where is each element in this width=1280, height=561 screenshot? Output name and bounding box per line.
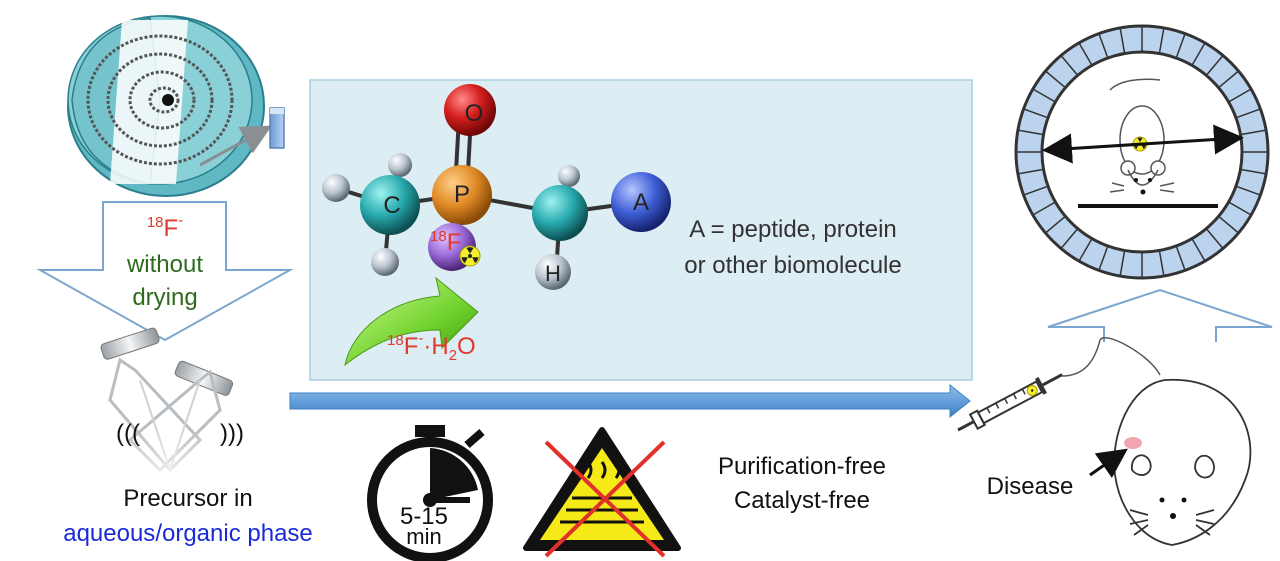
disease-site bbox=[1124, 437, 1142, 449]
scanner-segment bbox=[1218, 70, 1240, 89]
disease-pointer-arrow bbox=[1089, 448, 1128, 479]
scanner-segment bbox=[1228, 201, 1252, 216]
legend-line-2: or other biomolecule bbox=[684, 252, 901, 279]
scanner-segment bbox=[1098, 245, 1109, 271]
scanner-segment bbox=[1017, 168, 1044, 175]
curved-green-arrow bbox=[344, 276, 479, 367]
atom-label-a: A bbox=[633, 189, 649, 216]
scanner-segment bbox=[1078, 238, 1093, 262]
drying-label: drying bbox=[132, 284, 197, 311]
mouse-icon bbox=[1113, 379, 1252, 546]
radiation-icon bbox=[459, 245, 481, 267]
mouse-nose bbox=[1170, 513, 1176, 519]
scanner-segment bbox=[1017, 129, 1044, 136]
scanner-segment bbox=[1191, 238, 1206, 262]
phase-label: aqueous/organic phase bbox=[63, 520, 313, 547]
disease-label: Disease bbox=[987, 473, 1074, 500]
molecule-structure bbox=[322, 84, 671, 290]
scanner-segment bbox=[1119, 250, 1126, 277]
precursor-label: Precursor in bbox=[123, 485, 252, 512]
time-unit: min bbox=[406, 524, 441, 549]
scanner-segment bbox=[1032, 201, 1056, 216]
mouse-eye bbox=[1159, 497, 1165, 503]
down-arrow-outline bbox=[36, 201, 294, 342]
pet-scanner-icon bbox=[1014, 24, 1270, 280]
scanner-segment bbox=[1240, 129, 1267, 136]
scanner-segment bbox=[1235, 185, 1261, 196]
atom-label-p: P bbox=[454, 181, 470, 208]
time-range: 5-15 bbox=[400, 503, 448, 530]
scanner-segment bbox=[1175, 245, 1186, 271]
sonication-waves-left: ((( bbox=[116, 420, 140, 447]
scanner-segment bbox=[1235, 108, 1261, 119]
scanner-segment bbox=[1044, 215, 1066, 234]
isotope-label: 18F- bbox=[147, 212, 183, 242]
up-arrow-outline bbox=[1047, 288, 1273, 342]
scanner-segment bbox=[1228, 88, 1252, 103]
sonication-waves-right: ))) bbox=[220, 420, 244, 447]
scanner-segment bbox=[1060, 228, 1079, 250]
scanner-segment bbox=[1158, 27, 1165, 54]
scanner-segment bbox=[1098, 33, 1109, 59]
mouse-eye bbox=[1181, 497, 1187, 503]
scanner-segment bbox=[1218, 215, 1240, 234]
atom-label-f18: 18F bbox=[430, 228, 461, 256]
legend-line-1: A = peptide, protein bbox=[689, 216, 897, 243]
atom-label-c: C bbox=[383, 192, 400, 219]
catalyst-free-label: Catalyst-free bbox=[734, 487, 870, 514]
heating-warning-icon bbox=[523, 427, 681, 551]
purification-free-label: Purification-free bbox=[718, 453, 886, 480]
reagent-label: 18F-·H2O bbox=[387, 330, 476, 364]
scanner-segment bbox=[1023, 108, 1049, 119]
cyclotron-icon bbox=[67, 15, 285, 197]
atom-label-h: H bbox=[545, 261, 561, 286]
scanner-segment bbox=[1191, 42, 1206, 66]
atom-label-o: O bbox=[465, 100, 484, 127]
scanner-segment bbox=[1158, 250, 1165, 277]
scanner-segment bbox=[1119, 27, 1126, 54]
reaction-flask-icon bbox=[80, 327, 260, 490]
syringe-icon bbox=[957, 337, 1161, 432]
scanner-segment bbox=[1175, 33, 1186, 59]
scanner-segment bbox=[1044, 70, 1066, 89]
scanner-segment bbox=[1060, 54, 1079, 76]
stopwatch-icon bbox=[367, 425, 493, 561]
scanner-segment bbox=[1078, 42, 1093, 66]
cross-out-icon bbox=[544, 440, 666, 558]
process-arrow bbox=[289, 383, 971, 419]
scanner-segment bbox=[1205, 54, 1224, 76]
scanner-segment bbox=[1032, 88, 1056, 103]
scanner-segment bbox=[1240, 168, 1267, 175]
without-label: without bbox=[126, 251, 203, 278]
scanner-segment bbox=[1023, 185, 1049, 196]
scanner-segment bbox=[1205, 228, 1224, 250]
